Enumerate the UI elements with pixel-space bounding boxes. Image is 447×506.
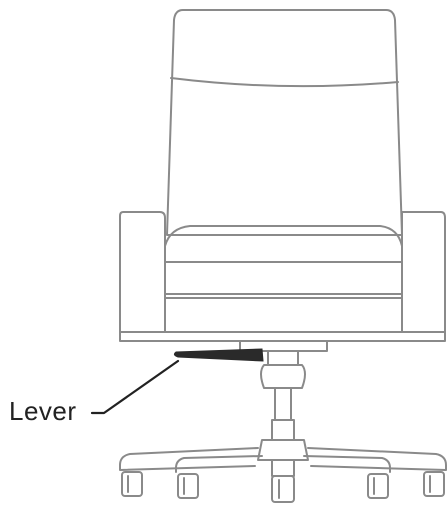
seat-cushion [164, 225, 403, 333]
seat-base [119, 331, 446, 352]
left-armrest [119, 211, 166, 333]
casters [121, 471, 445, 503]
lever [173, 348, 264, 362]
five-star-base [119, 439, 447, 477]
lever-callout-label: Lever [9, 396, 77, 426]
right-armrest [401, 211, 446, 333]
gas-cylinder [260, 350, 306, 441]
callout-leader [90, 359, 180, 415]
backrest [166, 9, 403, 236]
